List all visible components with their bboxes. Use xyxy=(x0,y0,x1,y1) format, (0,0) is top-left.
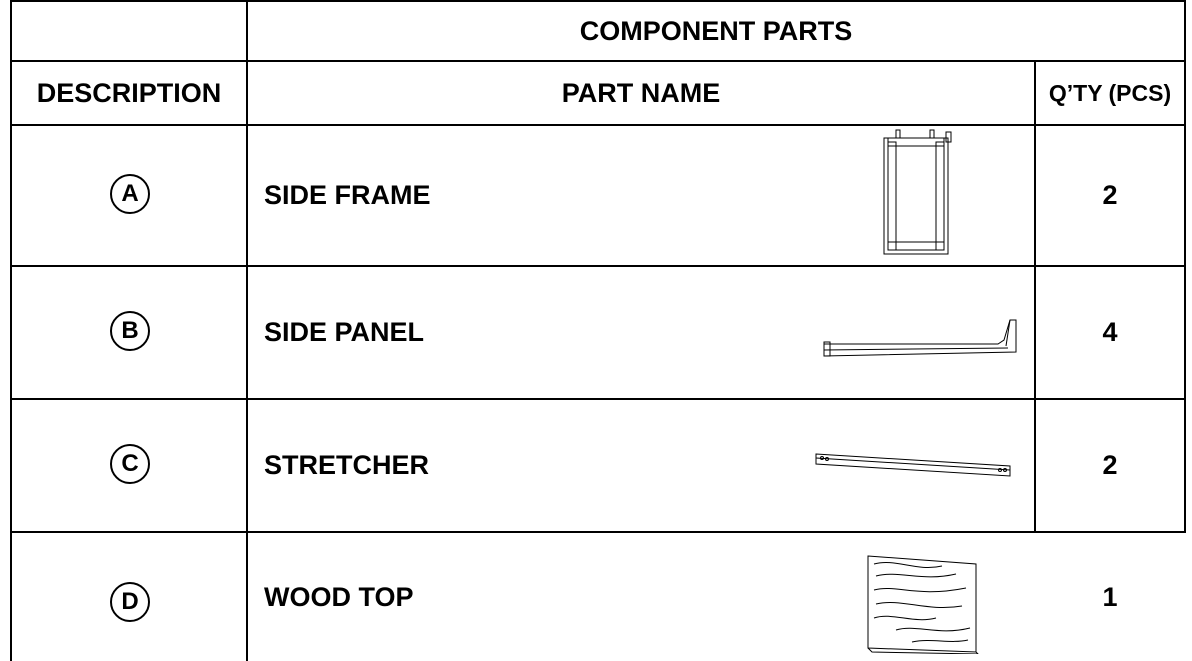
table-line xyxy=(246,0,248,661)
part-qty: 2 xyxy=(1102,450,1118,480)
part-name: SIDE FRAME xyxy=(264,180,431,210)
part-letter-badge: B xyxy=(110,311,150,351)
table-line xyxy=(10,265,1186,267)
part-letter: D xyxy=(121,588,139,615)
side-frame-drawing-icon xyxy=(883,129,952,255)
column-header-part-name: PART NAME xyxy=(561,77,721,108)
component-parts-table: COMPONENT PARTS DESCRIPTION PART NAME Q’… xyxy=(10,0,1192,661)
part-letter: B xyxy=(121,317,139,344)
stretcher-drawing-icon xyxy=(815,453,1011,477)
side-panel-drawing-icon xyxy=(823,319,1017,357)
part-letter-badge: D xyxy=(110,582,150,622)
table-line xyxy=(10,124,1186,126)
column-header-qty: Q’TY (PCS) xyxy=(1048,79,1172,106)
part-name: SIDE PANEL xyxy=(264,317,425,347)
part-letter: C xyxy=(121,450,139,477)
table-line xyxy=(10,60,1186,62)
part-qty: 4 xyxy=(1102,317,1118,347)
part-letter: A xyxy=(121,180,139,207)
table-line xyxy=(10,398,1186,400)
table-line xyxy=(10,0,1186,2)
table-line xyxy=(10,531,1186,533)
part-letter-badge: A xyxy=(110,174,150,214)
table-line xyxy=(10,0,12,661)
part-name: STRETCHER xyxy=(264,450,430,480)
column-header-description: DESCRIPTION xyxy=(36,77,222,108)
part-qty: 2 xyxy=(1102,180,1118,210)
group-header: COMPONENT PARTS xyxy=(579,15,853,46)
part-letter-badge: C xyxy=(110,444,150,484)
table-line xyxy=(1034,60,1036,531)
table-line xyxy=(1184,0,1186,531)
part-name: WOOD TOP xyxy=(264,581,414,612)
wood-top-drawing-icon xyxy=(867,555,979,654)
part-qty: 1 xyxy=(1102,581,1118,612)
